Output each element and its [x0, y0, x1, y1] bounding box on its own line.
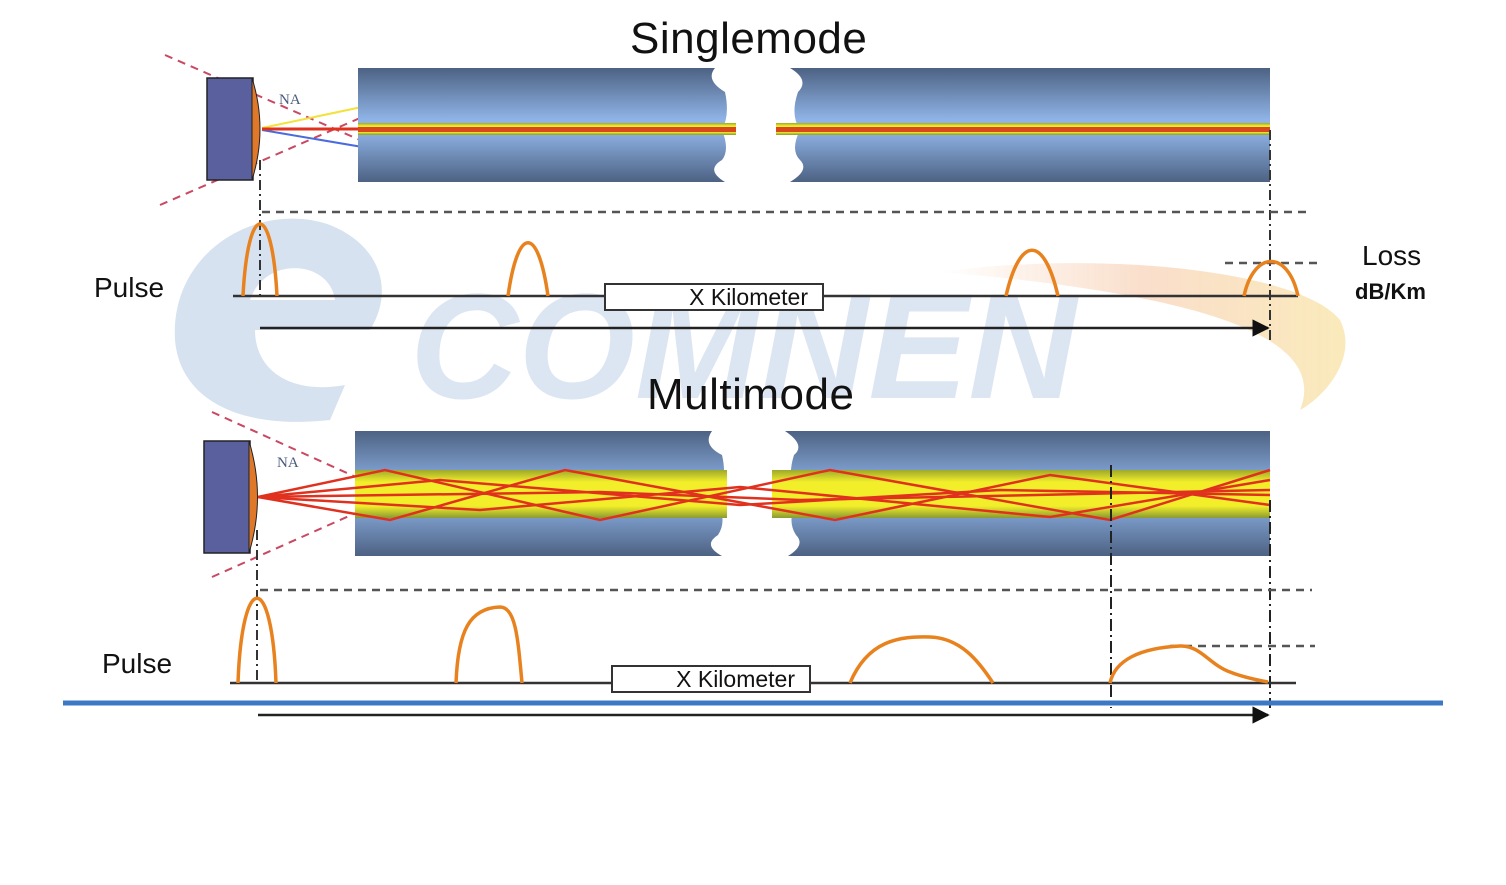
- singlemode-section: [159, 54, 1318, 340]
- pulse-stage-2: [506, 241, 550, 297]
- ray-path: [257, 488, 1271, 502]
- pulse-output: [1108, 644, 1269, 684]
- multimode-rays: [257, 468, 1271, 522]
- loss-label: Loss: [1362, 240, 1422, 271]
- light-source: [206, 77, 254, 181]
- watermark-swoosh: [940, 263, 1346, 410]
- source-lens: [248, 440, 258, 554]
- pulse-input: [241, 222, 279, 297]
- fiber-signal-left: [358, 127, 736, 132]
- light-source: [203, 440, 251, 554]
- na-boundary-upper: [164, 54, 361, 141]
- pulse-stage-3: [1004, 248, 1060, 297]
- multimode-na-label: NA: [277, 455, 299, 471]
- pulse-stage-2: [454, 605, 524, 684]
- multimode-pulse-label: Pulse: [102, 648, 173, 679]
- singlemode-distance-label: X Kilometer: [689, 283, 808, 310]
- singlemode-pulse-label: Pulse: [94, 272, 165, 303]
- ray-path: [257, 478, 1271, 507]
- pulse-input: [236, 596, 278, 684]
- pulse-stage-3: [848, 635, 995, 684]
- multimode-section: [63, 411, 1443, 724]
- na-boundary-lower: [211, 511, 359, 578]
- watermark-e-mark: [174, 218, 382, 422]
- multimode-distance-label: X Kilometer: [676, 665, 795, 692]
- singlemode-distance-box: X Kilometer: [604, 283, 824, 311]
- pulse-output: [1242, 259, 1300, 297]
- loss-unit-label: dB/Km: [1355, 279, 1426, 304]
- watermark-logo: COMNEN: [174, 218, 1346, 430]
- multimode-title: Multimode: [647, 370, 855, 419]
- singlemode-na-label: NA: [279, 92, 301, 108]
- multimode-distance-box: X Kilometer: [611, 665, 811, 693]
- na-boundary-upper: [211, 411, 359, 479]
- source-lens: [251, 77, 261, 181]
- ray-path: [257, 468, 1271, 522]
- singlemode-title: Singlemode: [630, 14, 868, 63]
- fiber-signal-right: [776, 127, 1270, 132]
- ray-path: [257, 478, 1271, 519]
